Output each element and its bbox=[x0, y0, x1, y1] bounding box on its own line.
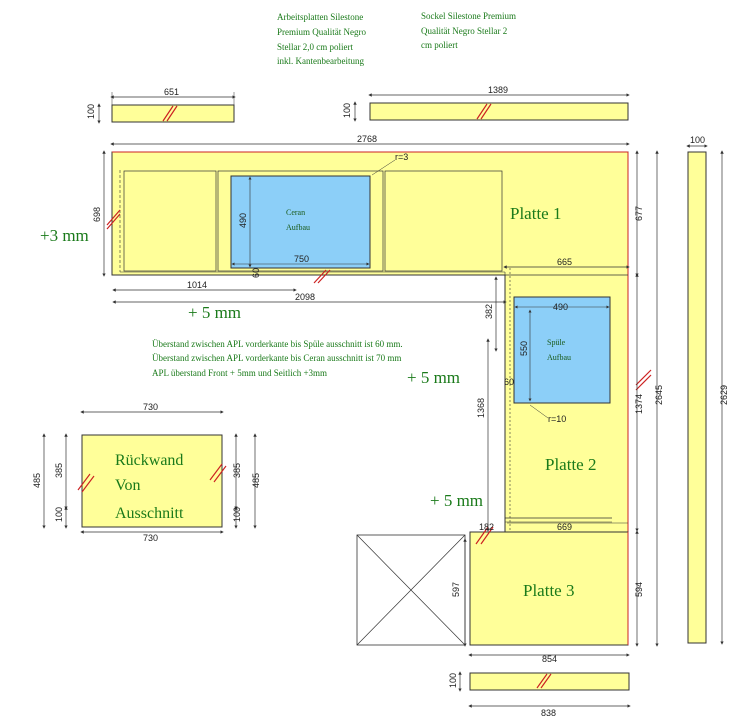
dim-550: 550 bbox=[519, 341, 529, 356]
dim-490-ceran: 490 bbox=[238, 213, 248, 228]
dim-838: 838 bbox=[541, 708, 556, 718]
dim-665: 665 bbox=[557, 257, 572, 267]
dim-1014: 1014 bbox=[187, 280, 207, 290]
spuele-label-1: Spüle bbox=[547, 338, 566, 347]
dim-100-c: 100 bbox=[690, 135, 705, 145]
dim-730-top: 730 bbox=[143, 402, 158, 412]
platte-2-label: Platte 2 bbox=[545, 455, 596, 474]
rueckwand-label-1: Rückwand bbox=[115, 452, 183, 469]
sockel-strip-838: 100 838 bbox=[448, 671, 631, 718]
spuele-label-2: Aufbau bbox=[547, 353, 571, 362]
dim-730-bottom: 730 bbox=[143, 533, 158, 543]
rueckwand-label-2: Von bbox=[115, 477, 141, 494]
material-note-line-1: Arbeitsplatten Silestone bbox=[277, 12, 363, 22]
radius-3: r=3 bbox=[395, 152, 408, 162]
dim-1374: 1374 bbox=[634, 394, 644, 414]
material-note-line-2: Premium Qualität Negro bbox=[277, 27, 366, 37]
rueckwand-label-3: Ausschnitt bbox=[115, 505, 184, 522]
dim-100-a: 100 bbox=[86, 104, 96, 119]
platte-3-label: Platte 3 bbox=[523, 581, 574, 600]
dim-385-right: 385 bbox=[232, 463, 242, 478]
dim-485-left: 485 bbox=[32, 473, 42, 488]
overhang-note-line-1: Überstand zwischen APL vorderkante bis S… bbox=[152, 339, 403, 349]
dim-485-right: 485 bbox=[251, 473, 261, 488]
ceran-label-2: Aufbau bbox=[286, 223, 310, 232]
material-note: Arbeitsplatten Silestone Premium Qualitä… bbox=[277, 12, 366, 66]
sockel-strip-2629: 100 2629 bbox=[686, 135, 729, 645]
platte-3-area bbox=[356, 531, 629, 646]
sockel-strip-1389: 1389 100 bbox=[342, 85, 630, 122]
dim-2768: 2768 bbox=[357, 134, 377, 144]
dim-594: 594 bbox=[634, 582, 644, 597]
ceran-label-1: Ceran bbox=[286, 208, 305, 217]
dim-677: 677 bbox=[634, 206, 644, 221]
plus-3mm: +3 mm bbox=[40, 226, 89, 245]
dim-100-e: 100 bbox=[54, 507, 64, 522]
dim-1368: 1368 bbox=[476, 398, 486, 418]
sockel-note-line-1: Sockel Silestone Premium bbox=[421, 11, 516, 21]
dim-669: 669 bbox=[557, 522, 572, 532]
sockel-note-line-2: Qualität Negro Stellar 2 bbox=[421, 26, 507, 36]
dim-182: 182 bbox=[479, 522, 494, 532]
dim-382: 382 bbox=[484, 304, 494, 319]
dim-60-a: 60 bbox=[251, 268, 261, 278]
sockel-note: Sockel Silestone Premium Qualität Negro … bbox=[421, 11, 516, 50]
dim-2629: 2629 bbox=[719, 385, 729, 405]
dim-490-spuele: 490 bbox=[553, 302, 568, 312]
dim-2098: 2098 bbox=[295, 292, 315, 302]
dim-60-b: 60 bbox=[504, 377, 514, 387]
sockel-note-line-3: cm poliert bbox=[421, 40, 458, 50]
sockel-strip-651: 651 100 bbox=[86, 87, 236, 124]
dim-1389: 1389 bbox=[488, 85, 508, 95]
radius-10: r=10 bbox=[548, 414, 566, 424]
dim-385-left: 385 bbox=[54, 463, 64, 478]
dim-698: 698 bbox=[92, 207, 102, 222]
spuele-cutout: Spüle Aufbau 490 550 60 r=10 bbox=[504, 296, 611, 424]
overhang-note-line-3: APL überstand Front + 5mm und Seitlich +… bbox=[152, 368, 327, 378]
rueckwand-panel: 730 730 485 385 100 385 100 485 Rückwand… bbox=[32, 402, 261, 543]
dim-100-f: 100 bbox=[232, 507, 242, 522]
ceran-cutout: Ceran Aufbau 490 750 60 r=3 bbox=[230, 152, 408, 278]
material-note-line-4: inkl. Kantenbearbeitung bbox=[277, 56, 364, 66]
platte-1-label: Platte 1 bbox=[510, 204, 561, 223]
dim-750: 750 bbox=[294, 254, 309, 264]
plus-5mm-c: + 5 mm bbox=[430, 491, 483, 510]
dim-854: 854 bbox=[542, 654, 557, 664]
dim-597: 597 bbox=[451, 582, 461, 597]
dim-100-b: 100 bbox=[342, 103, 352, 118]
overhang-note-line-2: Überstand zwischen APL vorderkante bis C… bbox=[152, 353, 401, 363]
dim-100-d: 100 bbox=[448, 673, 458, 688]
dim-2645: 2645 bbox=[654, 385, 664, 405]
dim-651: 651 bbox=[164, 87, 179, 97]
plus-5mm-a: + 5 mm bbox=[188, 303, 241, 322]
plus-5mm-b: + 5 mm bbox=[407, 368, 460, 387]
material-note-line-3: Stellar 2,0 cm poliert bbox=[277, 42, 353, 52]
